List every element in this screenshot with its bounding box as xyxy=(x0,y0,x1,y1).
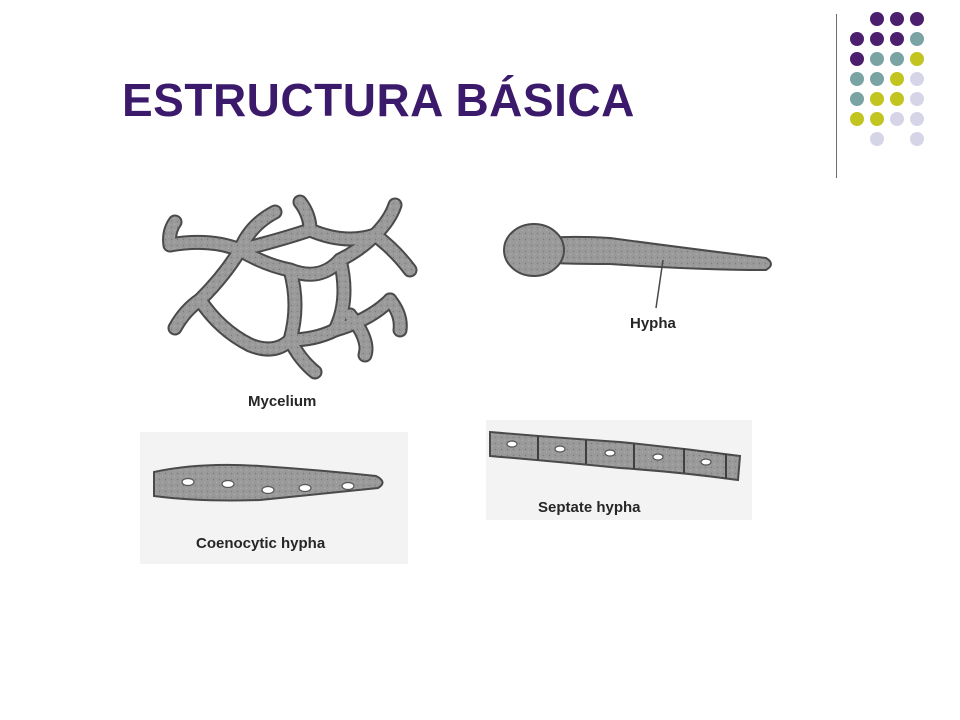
decorative-dot xyxy=(910,132,924,146)
decorative-dot xyxy=(870,12,884,26)
slide-title: ESTRUCTURA BÁSICA xyxy=(122,74,635,126)
decorative-dot xyxy=(910,12,924,26)
decorative-dot xyxy=(870,112,884,126)
mycelium-label: Mycelium xyxy=(248,393,316,410)
decorative-dot xyxy=(850,92,864,106)
title-divider-line xyxy=(836,14,837,178)
decorative-dot xyxy=(910,52,924,66)
decorative-dot xyxy=(910,92,924,106)
decorative-dot xyxy=(850,72,864,86)
decorative-dot xyxy=(910,72,924,86)
hypha-illustration: Hypha xyxy=(503,223,772,332)
coenocytic-hypha-illustration: Coenocytic hypha xyxy=(140,432,408,564)
decorative-dot xyxy=(890,32,904,46)
decorative-dot xyxy=(870,92,884,106)
decorative-dot xyxy=(910,32,924,46)
mycelium-illustration: Mycelium xyxy=(162,194,418,410)
hypha-label: Hypha xyxy=(630,315,677,332)
coenocytic-hypha-label: Coenocytic hypha xyxy=(196,535,326,552)
septate-hypha-illustration: Septate hypha xyxy=(486,420,752,520)
decorative-dot xyxy=(890,52,904,66)
decorative-dot xyxy=(870,132,884,146)
fungal-structure-diagram: Mycelium Hypha Coenocy xyxy=(140,194,772,564)
decorative-dot xyxy=(890,72,904,86)
decorative-dot xyxy=(850,52,864,66)
decorative-dot xyxy=(850,112,864,126)
decorative-dot xyxy=(870,32,884,46)
decorative-dot xyxy=(910,112,924,126)
decorative-dot xyxy=(850,32,864,46)
decorative-dot xyxy=(870,72,884,86)
septate-hypha-label: Septate hypha xyxy=(538,499,641,516)
decorative-dot-grid xyxy=(850,12,930,154)
decorative-dot xyxy=(870,52,884,66)
fungal-structure-figure: Mycelium Hypha Coenocy xyxy=(140,190,790,570)
decorative-dot xyxy=(890,92,904,106)
decorative-dot xyxy=(890,112,904,126)
decorative-dot xyxy=(890,12,904,26)
